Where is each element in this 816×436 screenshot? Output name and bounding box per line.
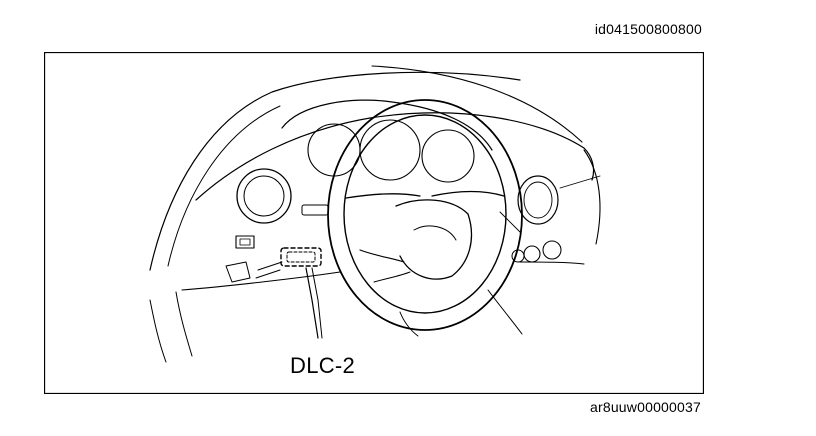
right-small-knob-1 [523, 245, 541, 263]
cluster-hood [281, 99, 493, 151]
steering-wheel-rim-outer [327, 99, 523, 331]
right-small-knob-2 [542, 240, 562, 260]
figure-caption-code: ar8uuw00000037 [589, 399, 701, 415]
steering-wheel-hub-inner [413, 225, 457, 241]
a-pillar-line [149, 71, 521, 271]
dimmer-switch-inner [239, 238, 251, 246]
dlc-2-leader-line [305, 267, 319, 339]
left-air-vent-outer [236, 168, 292, 224]
lower-left-lever-2 [255, 269, 281, 279]
dlc-2-leader-line-2 [311, 267, 323, 339]
steering-column [399, 311, 419, 337]
right-air-vent-inner [523, 181, 553, 219]
steering-wheel-spoke-right [431, 190, 505, 197]
dash-lower-curve [181, 271, 341, 291]
a-pillar-inner [167, 105, 281, 267]
cluster-gauge-center [359, 119, 421, 181]
console-line [487, 289, 523, 335]
dlc-2-connector [286, 251, 316, 263]
right-small-knob-3 [511, 249, 525, 263]
steering-wheel-lower-spoke [359, 249, 405, 263]
combination-switch [301, 204, 329, 216]
steering-wheel-rim-inner [343, 114, 507, 314]
figure-id-label: id041500800800 [594, 21, 702, 37]
lower-left-bracket [225, 261, 251, 283]
dimmer-switch [235, 235, 255, 249]
cluster-gauge-left [307, 123, 361, 177]
frame-border [44, 52, 704, 394]
dlc-2-callout-label: DLC-2 [290, 353, 356, 378]
left-panel-line [149, 299, 167, 363]
illustration-frame [44, 52, 704, 394]
steering-wheel-lower-spoke-2 [373, 271, 411, 283]
steering-wheel-spoke-left [345, 193, 421, 199]
dash-right-line [559, 175, 601, 189]
windshield-top-line [371, 65, 583, 143]
dash-right-curve [583, 149, 601, 245]
right-console-line [499, 211, 521, 233]
dash-top-contour [195, 112, 595, 201]
dlc-2-location-outline [280, 247, 322, 267]
lower-left-lever [257, 261, 283, 271]
steering-wheel-hub [395, 199, 473, 280]
cluster-gauge-right [421, 129, 475, 183]
right-air-vent [517, 175, 559, 225]
dashboard-illustration [44, 52, 704, 394]
dash-lower-right [519, 261, 585, 265]
left-air-vent-inner [243, 175, 285, 217]
left-panel-edge [175, 291, 193, 357]
